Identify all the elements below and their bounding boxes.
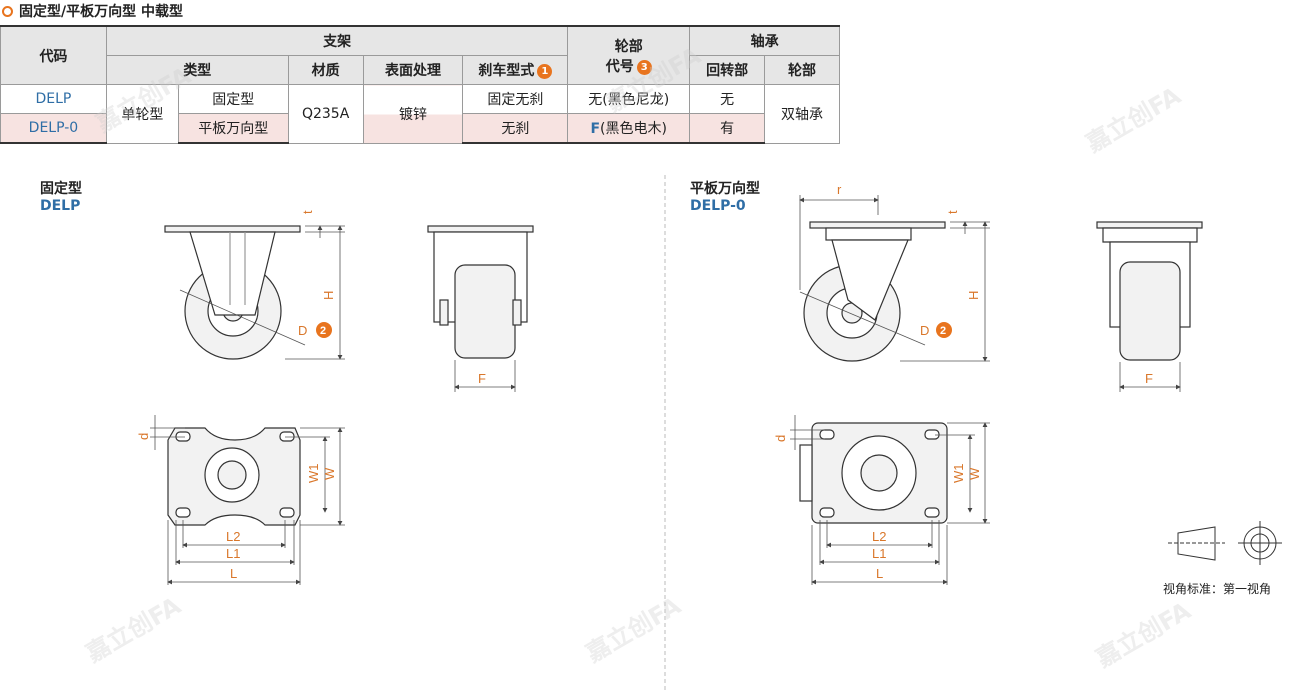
- dim-r-right: r: [837, 182, 842, 197]
- fixed-caster-side-view: [164, 225, 301, 360]
- dim-w-left: W: [322, 467, 337, 480]
- section-title: 固定型/平板万向型 中载型: [0, 0, 183, 22]
- dim-w-right: W: [967, 467, 982, 480]
- dim-d-left: D: [298, 323, 307, 338]
- cell-wheel-bearing: 双轴承: [764, 84, 840, 144]
- swivel-caster-front-view: [1096, 221, 1203, 361]
- left-variant-code: DELP: [40, 198, 81, 214]
- dim-f-right: F: [1145, 371, 1153, 386]
- header-surface: 表面处理: [362, 55, 464, 85]
- dim-l2-left: L2: [226, 529, 240, 544]
- row2-swivel: 有: [689, 113, 766, 144]
- row2-brake: 无刹: [462, 113, 569, 144]
- right-variant-code: DELP-0: [690, 198, 746, 214]
- dim-t-left: t: [300, 210, 315, 214]
- dim-d-right: D: [920, 323, 929, 338]
- header-code: 代码: [0, 25, 107, 85]
- row1-subtype: 固定型: [177, 84, 289, 114]
- circle-bullet-icon: [2, 5, 13, 17]
- dim-h-right: H: [966, 291, 981, 300]
- dim-l1-right: L1: [872, 546, 886, 561]
- dim-h-left: H: [321, 291, 336, 300]
- cell-surface: 镀锌: [362, 84, 464, 144]
- projection-standard-label: 视角标准：第一视角: [1163, 582, 1272, 596]
- svg-text:2: 2: [320, 325, 326, 337]
- swivel-caster-side-view: [803, 221, 946, 362]
- dim-l1-left: L1: [226, 546, 240, 561]
- cell-type: 单轮型: [105, 84, 179, 144]
- row1-swivel: 无: [689, 84, 766, 114]
- dim-d-hole-right: d: [773, 435, 788, 442]
- header-wheel: 轮部: [764, 55, 840, 85]
- header-bracket: 支架: [105, 25, 569, 56]
- row2-subtype: 平板万向型: [177, 113, 289, 144]
- note-1-badge: 1: [537, 64, 553, 79]
- dim-l-left: L: [230, 566, 237, 581]
- section-title-text: 固定型/平板万向型 中载型: [19, 4, 183, 20]
- dim-w1-right: W1: [951, 464, 966, 484]
- header-type: 类型: [105, 55, 289, 85]
- right-variant-name: 平板万向型: [690, 181, 760, 197]
- svg-text:2: 2: [940, 325, 946, 337]
- note-3-badge: 3: [636, 59, 652, 75]
- note-2-badge-left: 2: [316, 322, 332, 338]
- row1-wheel-code: 无(黑色尼龙): [567, 84, 691, 114]
- dim-w1-left: W1: [306, 464, 321, 484]
- row1-brake: 固定无刹: [462, 84, 569, 114]
- left-variant-name: 固定型: [40, 181, 82, 197]
- dim-l2-right: L2: [872, 529, 886, 544]
- note-2-badge-right: 2: [936, 322, 952, 338]
- dim-l-right: L: [876, 566, 883, 581]
- swivel-caster-top-view: [799, 422, 948, 524]
- row2-wheel-code: F(黑色电木): [567, 113, 691, 144]
- fixed-caster-top-view: [167, 427, 301, 526]
- dim-f-left: F: [478, 371, 486, 386]
- dim-t-right: t: [945, 210, 960, 214]
- cell-material: Q235A: [287, 84, 364, 144]
- row2-code: DELP-0: [0, 113, 107, 144]
- header-material: 材质: [287, 55, 364, 85]
- fixed-caster-front-view: [427, 225, 534, 359]
- row1-code: DELP: [0, 84, 107, 114]
- dim-d-hole-left: d: [136, 433, 151, 440]
- first-angle-projection-icon: [1168, 521, 1282, 565]
- header-bearing: 轴承: [689, 25, 840, 56]
